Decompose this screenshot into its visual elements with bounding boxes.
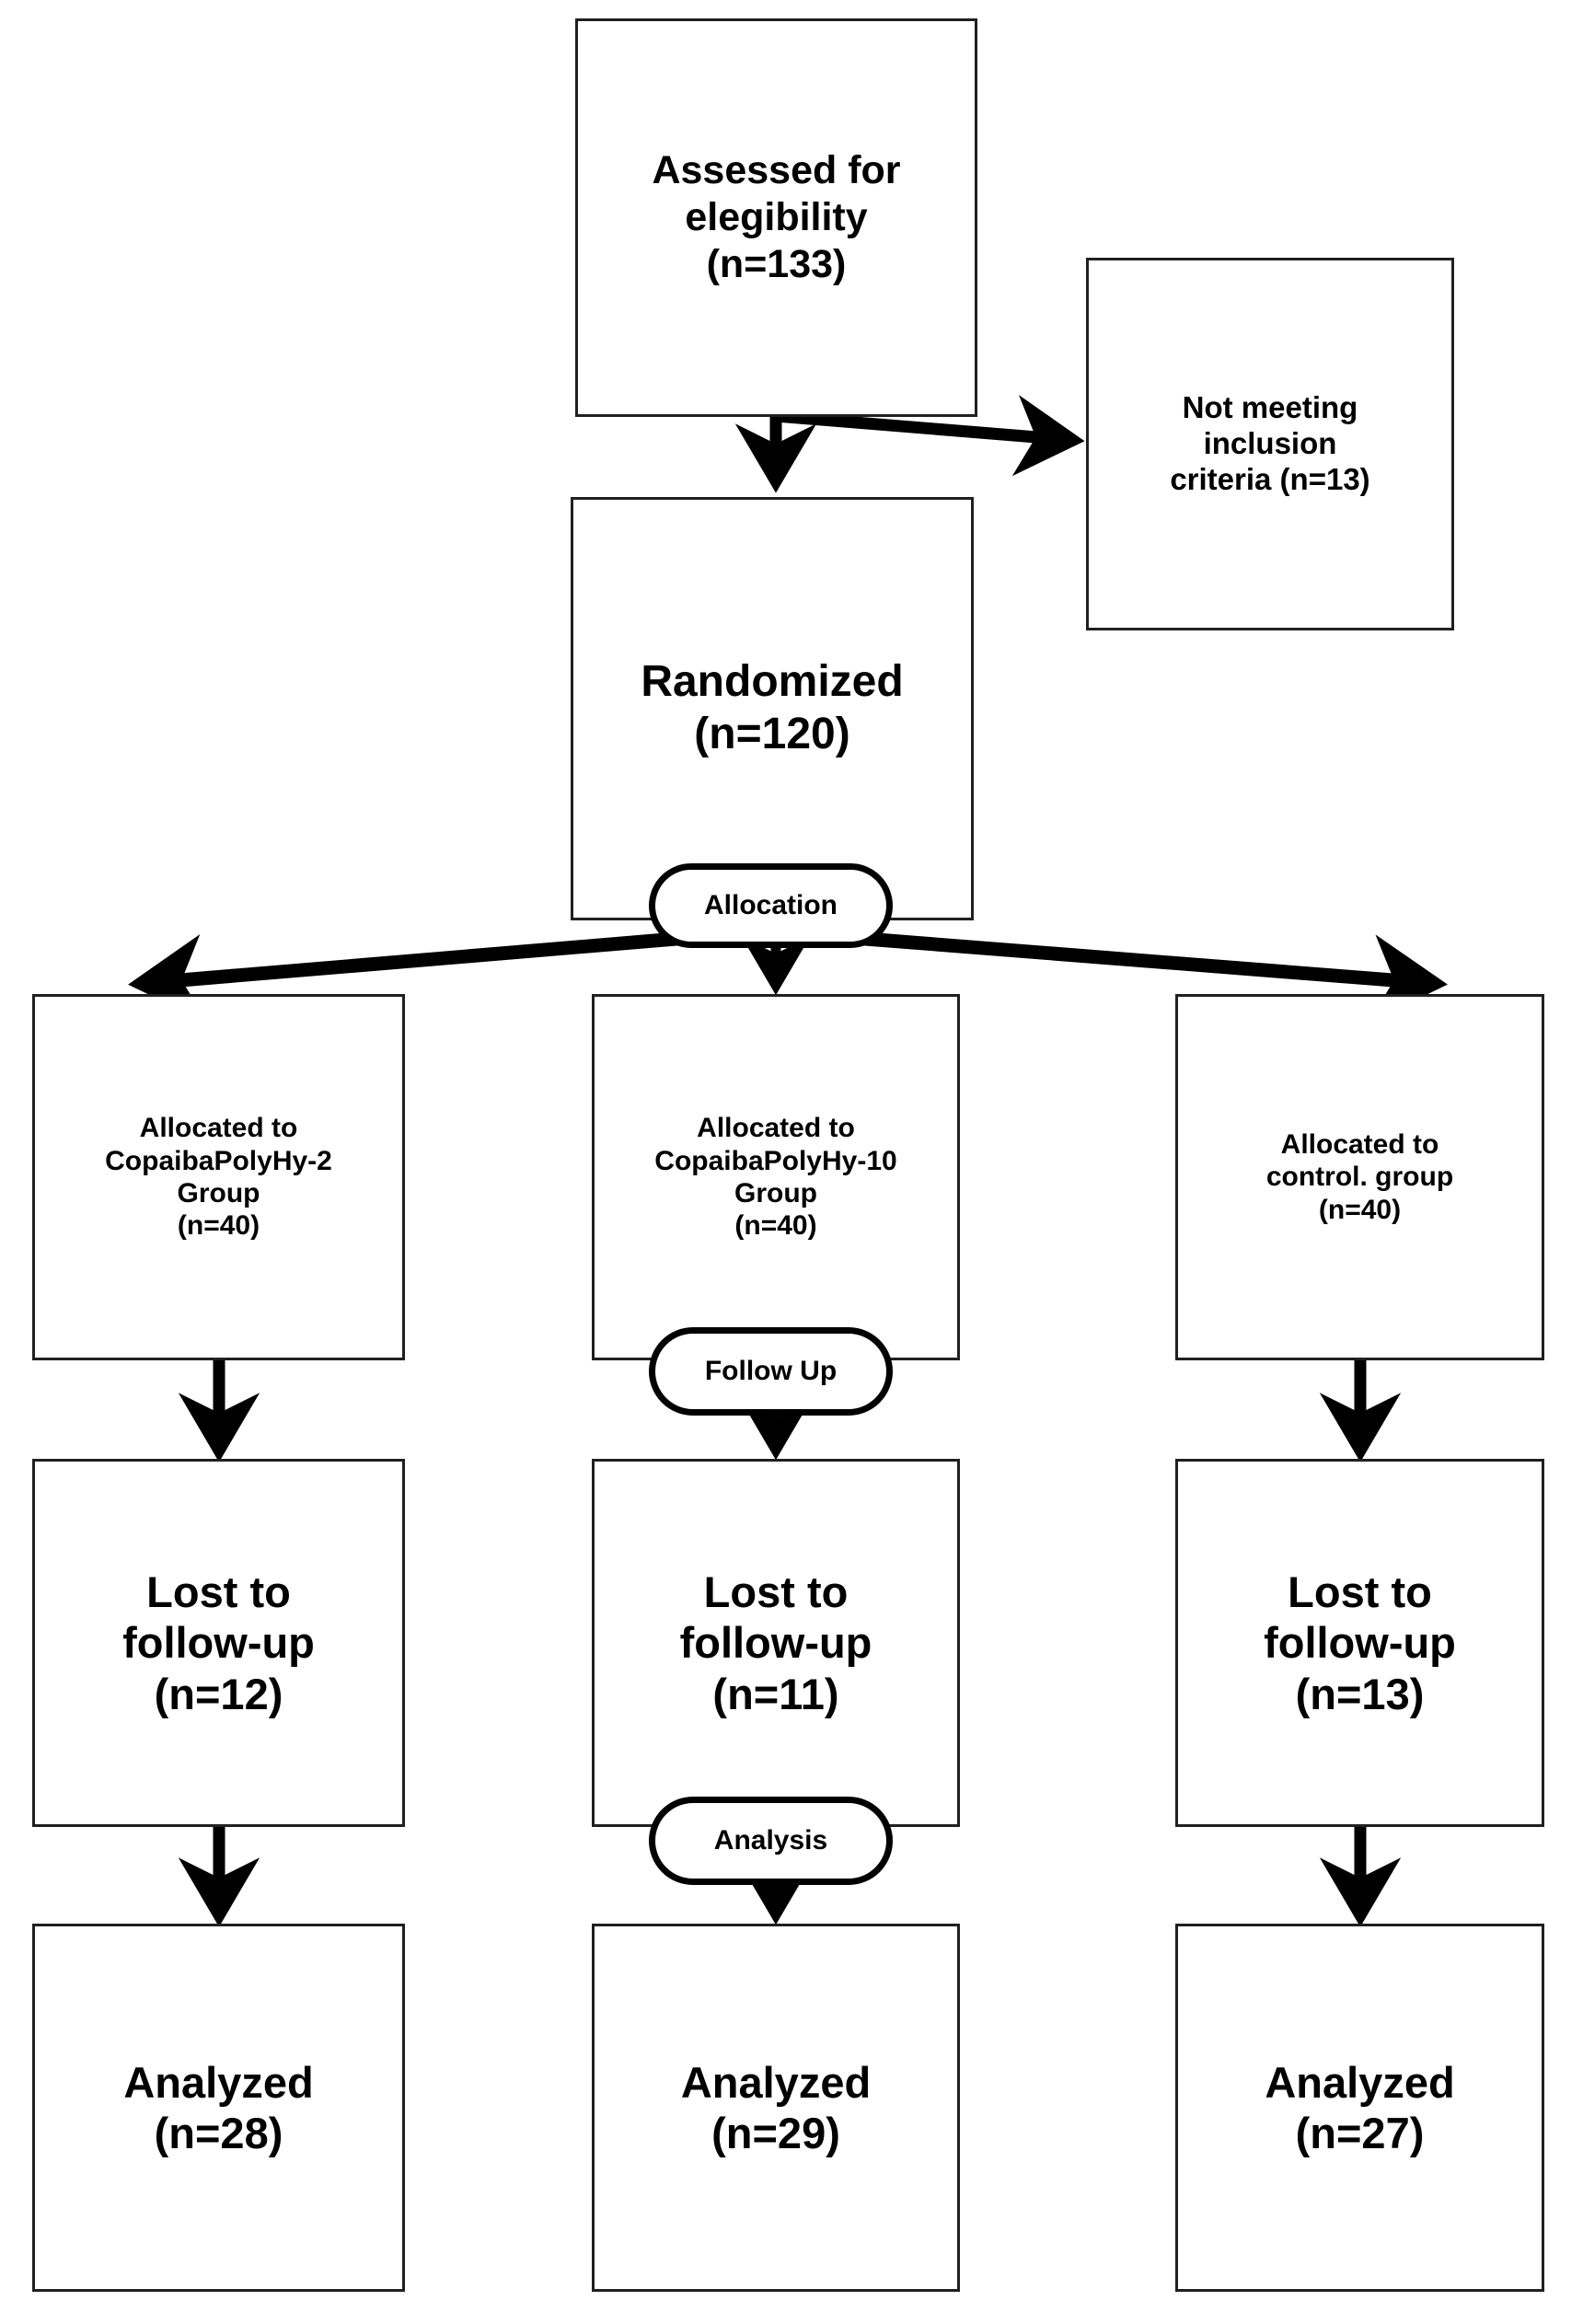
node-analyzed-right: Analyzed (n=27): [1175, 1924, 1544, 2292]
connector-allocation-to-left: [128, 931, 677, 1023]
node-lost-mid-label: Lost to follow-up (n=11): [679, 1567, 872, 1718]
node-not-meeting-inclusion-criteria: Not meeting inclusion criteria (n=13): [1086, 258, 1454, 630]
stage-pill-analysis-label: Analysis: [713, 1825, 828, 1856]
stage-pill-allocation-label: Allocation: [703, 890, 838, 920]
stage-pill-allocation: Allocation: [649, 863, 893, 948]
node-lost-to-followup-left: Lost to follow-up (n=12): [32, 1459, 405, 1827]
node-lost-right-label: Lost to follow-up (n=13): [1264, 1567, 1456, 1718]
node-analyzed-right-label: Analyzed (n=27): [1265, 2057, 1455, 2157]
node-analyzed-left: Analyzed (n=28): [32, 1924, 405, 2292]
node-alloc-left-label: Allocated to CopaibaPolyHy-2 Group (n=40…: [105, 1113, 332, 1242]
node-analyzed-left-label: Analyzed (n=28): [123, 2057, 314, 2157]
node-alloc-right-label: Allocated to control. group (n=40): [1265, 1128, 1454, 1225]
node-allocated-control-group: Allocated to control. group (n=40): [1175, 994, 1544, 1360]
node-assessed-label: Assessed for elegibility (n=133): [652, 148, 901, 286]
node-lost-to-followup-mid: Lost to follow-up (n=11): [592, 1459, 960, 1827]
node-lost-left-label: Lost to follow-up (n=12): [122, 1567, 315, 1718]
node-assessed-for-eligibility: Assessed for elegibility (n=133): [575, 18, 977, 417]
node-lost-to-followup-right: Lost to follow-up (n=13): [1175, 1459, 1544, 1827]
connector-allocation-to-right: [864, 931, 1448, 1023]
node-not-meeting-label: Not meeting inclusion criteria (n=13): [1170, 390, 1370, 496]
stage-pill-follow-up-label: Follow Up: [704, 1356, 838, 1386]
node-allocated-copaibapolyhy-2: Allocated to CopaibaPolyHy-2 Group (n=40…: [32, 994, 405, 1360]
node-randomized: Randomized (n=120): [571, 497, 974, 920]
node-analyzed-mid: Analyzed (n=29): [592, 1924, 960, 2292]
connector-assessed-to-not-meeting: [775, 395, 1085, 477]
stage-pill-follow-up: Follow Up: [649, 1327, 893, 1416]
node-alloc-mid-label: Allocated to CopaibaPolyHy-10 Group (n=4…: [654, 1113, 897, 1242]
node-allocated-copaibapolyhy-10: Allocated to CopaibaPolyHy-10 Group (n=4…: [592, 994, 960, 1360]
node-randomized-label: Randomized (n=120): [641, 657, 904, 758]
node-analyzed-mid-label: Analyzed (n=29): [680, 2057, 872, 2157]
stage-pill-analysis: Analysis: [649, 1797, 893, 1885]
